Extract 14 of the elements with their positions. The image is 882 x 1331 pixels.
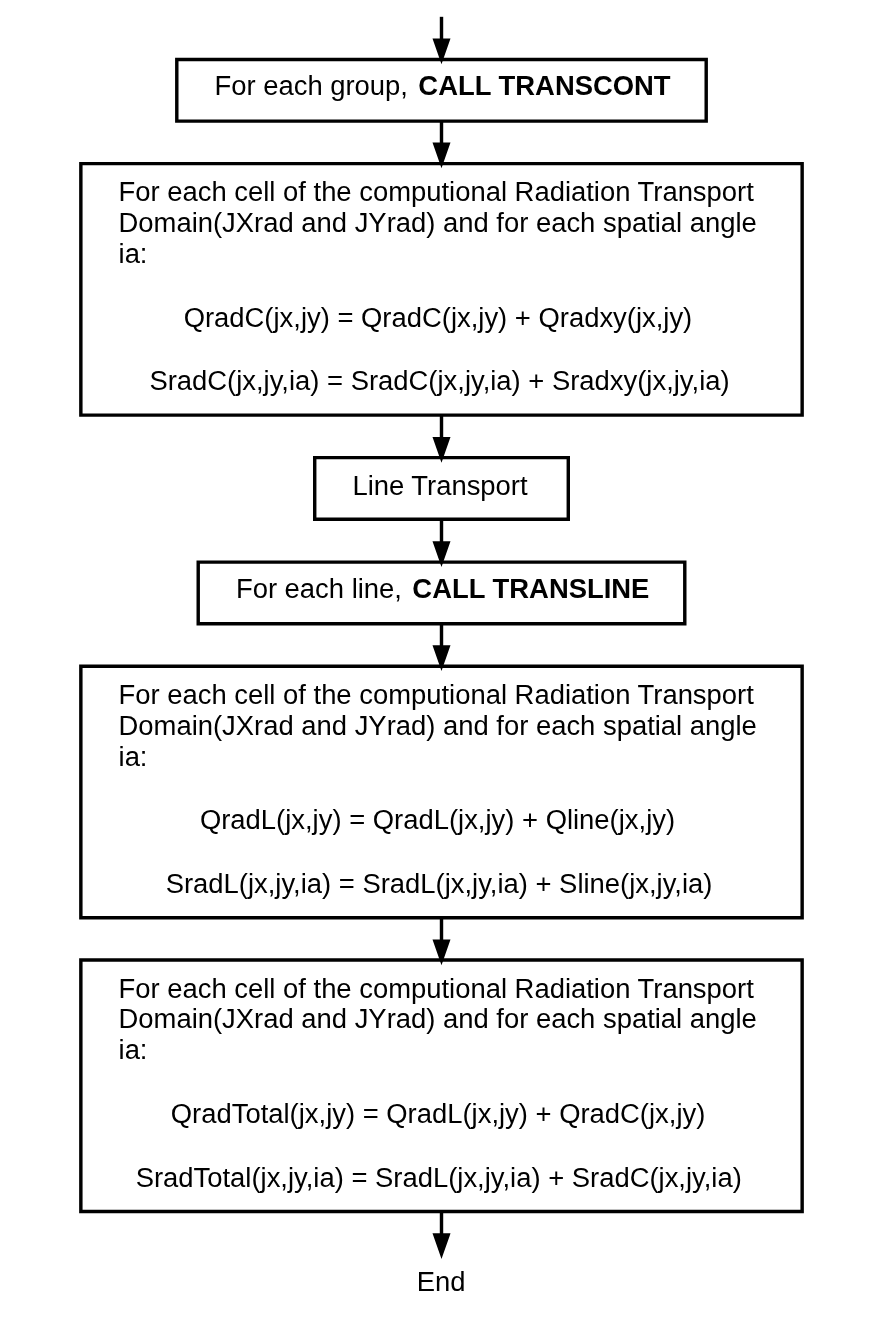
arrow bbox=[432, 415, 450, 463]
node-box: For each cell of the computional Radiation Transport Domain(JXrad and JYrad) and for each spatial angle ia: QradL(jx,jy) = QradL(jx,jy) + Qline(jx,jy) SradL(jx,jy,ia) = SradL(jx,jy,ia) + Sline(jx,jy,ia) bbox=[78, 664, 804, 920]
node-box: For each line, CALL TRANSLINE bbox=[196, 560, 686, 626]
node-text: End bbox=[416, 1266, 465, 1298]
arrow bbox=[432, 121, 450, 169]
arrow bbox=[432, 16, 450, 65]
node-box: For each group, CALL TRANSCONT bbox=[174, 57, 708, 123]
arrow bbox=[432, 1211, 450, 1260]
node-box: Line Transport bbox=[312, 455, 570, 521]
node-box: For each cell of the computional Radiation Transport Domain(JXrad and JYrad) and for each spatial angle ia: QradTotal(jx,jy) = QradL(jx,jy) + QradC(jx,jy) SradTotal(jx,jy,ia) = SradL(jx,jy,ia) + SradC(jx,jy,ia) bbox=[78, 958, 804, 1214]
arrow bbox=[432, 519, 450, 567]
arrow bbox=[432, 624, 450, 671]
arrow bbox=[432, 917, 450, 966]
node-box: For each cell of the computional Radiation Transport Domain(JXrad and JYrad) and for each spatial angle ia: QradC(jx,jy) = QradC(jx,jy) + Qradxy(jx,jy) SradC(jx,jy,ia) = SradC(jx,jy,ia) + Sradxy(jx,jy,ia) bbox=[78, 161, 804, 417]
